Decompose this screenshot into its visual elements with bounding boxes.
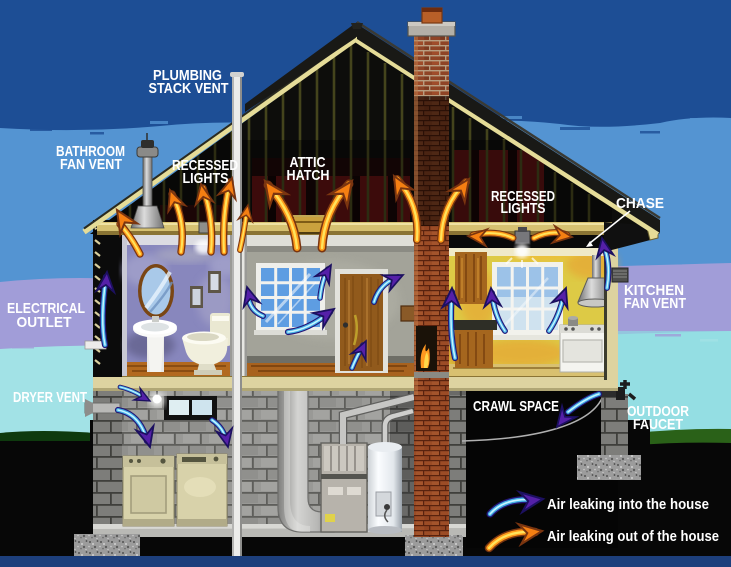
svg-text:PLUMBING: PLUMBING <box>153 67 222 84</box>
svg-text:DRYER VENT: DRYER VENT <box>13 389 87 406</box>
svg-text:RECESSED: RECESSED <box>491 188 555 205</box>
svg-text:Air leaking out of the house: Air leaking out of the house <box>547 528 719 545</box>
svg-text:HATCH: HATCH <box>287 167 330 184</box>
svg-text:KITCHEN: KITCHEN <box>624 282 684 299</box>
svg-text:OUTLET: OUTLET <box>17 314 72 331</box>
svg-text:LIGHTS: LIGHTS <box>183 170 229 187</box>
svg-text:STACK VENT: STACK VENT <box>149 80 229 97</box>
svg-text:RECESSED: RECESSED <box>172 157 238 174</box>
svg-text:CRAWL SPACE: CRAWL SPACE <box>473 398 559 415</box>
svg-text:FAN VENT: FAN VENT <box>60 156 122 173</box>
svg-text:BATHROOM: BATHROOM <box>56 143 125 160</box>
svg-text:LIGHTS: LIGHTS <box>501 200 546 217</box>
svg-text:ELECTRICAL: ELECTRICAL <box>7 300 85 317</box>
svg-text:FAN VENT: FAN VENT <box>624 295 686 312</box>
svg-text:OUTDOOR: OUTDOOR <box>627 403 689 420</box>
svg-text:CHASE: CHASE <box>616 195 664 212</box>
svg-text:FAUCET: FAUCET <box>633 416 683 433</box>
svg-text:ATTIC: ATTIC <box>290 154 326 171</box>
svg-text:Air leaking into the house: Air leaking into the house <box>547 496 709 513</box>
